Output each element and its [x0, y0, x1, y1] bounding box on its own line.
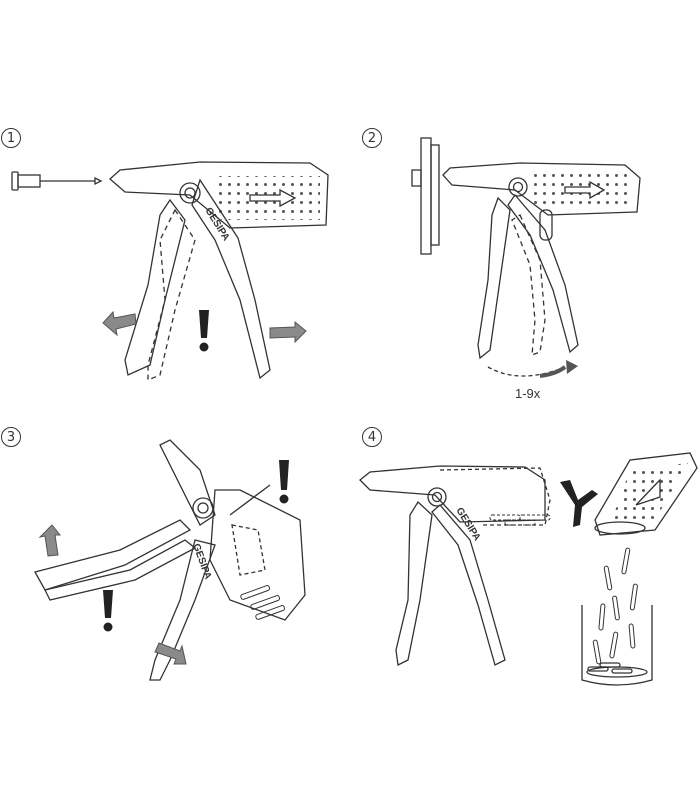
arrow-icon [38, 524, 62, 557]
curved-arrow-icon [487, 360, 578, 378]
riveting-tool: GESIPA [359, 465, 551, 666]
riveting-tool: GESIPA [109, 161, 329, 381]
arrow-icon [560, 480, 598, 527]
riveting-tool [442, 162, 641, 360]
step-number-1: 1 [1, 128, 21, 148]
workpiece [411, 137, 440, 255]
brand-logo: GESIPA [190, 542, 213, 581]
panel-3: GESIPA [34, 439, 306, 681]
repeat-count-label: 1-9x [515, 386, 541, 401]
panel-1: GESIPA [11, 161, 329, 381]
magazine-cartridge [594, 452, 698, 536]
panel-2 [411, 137, 641, 378]
arrow-icon [154, 642, 187, 665]
step-number-4: 4 [362, 427, 382, 447]
riveting-tool: GESIPA [34, 439, 306, 681]
warning-exclamation-icon [279, 460, 289, 504]
arrow-icon [269, 320, 307, 344]
rivet-icon [11, 171, 103, 191]
panel-4: GESIPA [359, 452, 698, 686]
step-number-2: 2 [362, 128, 382, 148]
rivet-icon [592, 547, 638, 665]
warning-exclamation-icon [199, 310, 209, 352]
warning-exclamation-icon [103, 590, 113, 632]
step-number-3: 3 [1, 427, 21, 447]
rivet-icon [240, 585, 286, 620]
brand-label-3: GESIPA [190, 542, 213, 581]
container-icon [581, 605, 653, 686]
arrow-icon [102, 310, 137, 337]
